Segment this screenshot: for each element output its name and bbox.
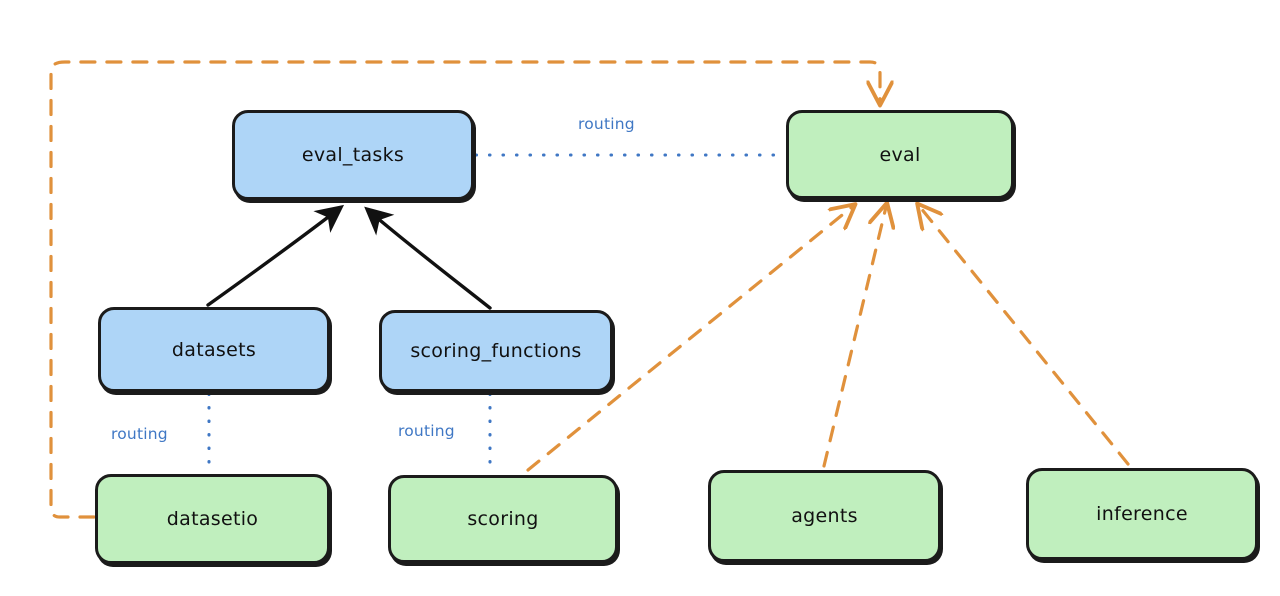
- node-label-scoring-functions: scoring_functions: [410, 340, 582, 362]
- node-label-inference: inference: [1096, 503, 1188, 525]
- node-label-scoring: scoring: [467, 508, 539, 530]
- node-label-datasetio: datasetio: [166, 508, 259, 530]
- edge-scoring-functions-to-eval-tasks: [364, 206, 492, 310]
- node-agents[interactable]: agents: [708, 470, 941, 562]
- edge-label-routing-datasets-datasetio: routing: [111, 425, 168, 443]
- node-label-agents: agents: [791, 505, 858, 527]
- node-eval[interactable]: eval: [786, 110, 1014, 199]
- node-label-datasets: datasets: [171, 338, 257, 361]
- edge-agents-to-eval: [822, 207, 886, 468]
- edge-label-routing-eval-tasks-eval: routing: [578, 115, 635, 133]
- edge-datasetio-to-eval: [49, 60, 880, 519]
- node-datasets[interactable]: datasets: [98, 307, 330, 392]
- node-datasetio[interactable]: datasetio: [95, 474, 330, 564]
- node-eval-tasks[interactable]: eval_tasks: [232, 110, 474, 200]
- node-inference[interactable]: inference: [1026, 468, 1258, 560]
- edge-label-routing-scoring-functions-scoring: routing: [398, 422, 455, 440]
- node-scoring[interactable]: scoring: [388, 475, 618, 563]
- edge-datasets-to-eval-tasks: [206, 204, 345, 307]
- node-label-eval: eval: [879, 143, 921, 166]
- edge-inference-to-eval: [920, 207, 1130, 466]
- edge-scoring-to-eval: [526, 207, 852, 472]
- node-label-eval-tasks: eval_tasks: [301, 144, 405, 166]
- node-scoring-functions[interactable]: scoring_functions: [379, 310, 613, 392]
